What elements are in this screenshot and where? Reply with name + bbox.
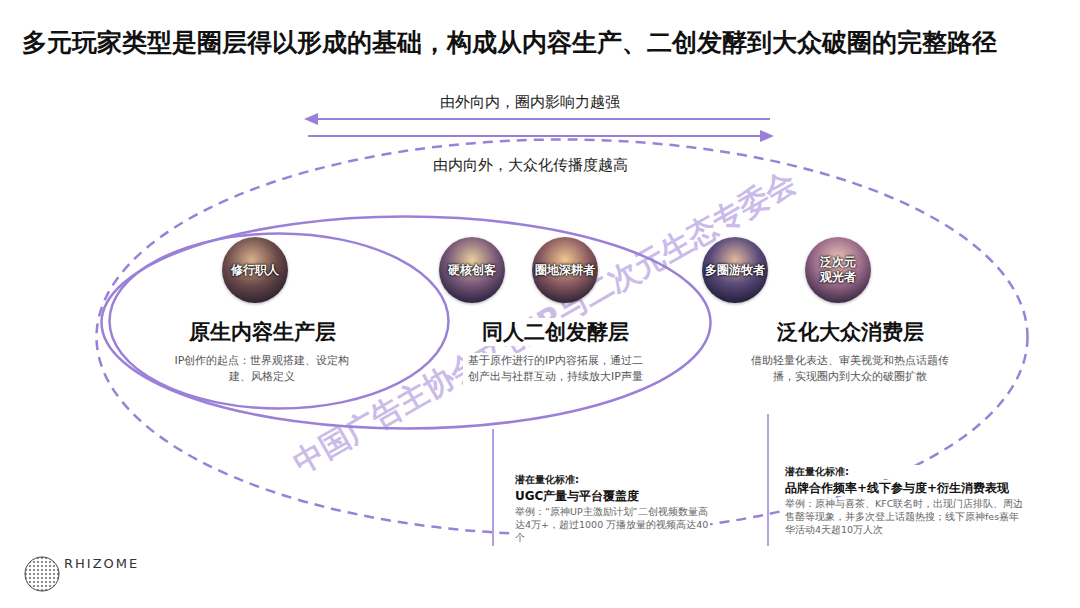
leader-line (767, 414, 769, 546)
page-title: 多元玩家类型是圈层得以形成的基础，构成从内容生产、二创发酵到大众破圈的完整路径 (22, 26, 997, 60)
ellipse-path (110, 234, 449, 409)
callout-metric: 品牌合作频率+线下参与度+衍生消费表现 (785, 480, 1025, 496)
callout-heading: 潜在量化标准: (785, 465, 1025, 479)
callout-heading: 潜在量化标准: (515, 473, 715, 487)
callout-example: 举例：原神与喜茶、KFC联名时，出现门店排队、周边售罄等现象，并多次登上话题热搜… (785, 498, 1025, 536)
player-circle: 修行职人 (222, 237, 288, 303)
player-type: 圈地深耕者 (535, 263, 595, 278)
leader-line (492, 429, 494, 546)
layer-heading: 泛化大众消费层 (745, 318, 955, 346)
callout-metric: UGC产量与平台覆盖度 (515, 488, 715, 504)
player-type: 多圈游牧者 (705, 263, 765, 278)
layer-ellipse: 原生内容生产层 IP创作的起点：世界观搭建、设定构建、风格定义 修行职人 (108, 232, 450, 410)
player-type: 硬核创客 (448, 263, 496, 278)
ellipse-path (102, 217, 711, 429)
direction-note: 由外向内，圈内影响力越强 (380, 92, 680, 112)
layer-heading: 原生内容生产层 (172, 318, 352, 346)
player-circle: 硬核创客 (439, 237, 505, 303)
layer-heading: 同人二创发酵层 (450, 318, 660, 346)
logo-mark (25, 557, 59, 591)
layer-ellipse: 同人二创发酵层基于原作进行的IP内容拓展，通过二创产出与社群互动，持续放大IP声… (100, 215, 712, 430)
arrow-line (314, 118, 770, 120)
player-type: 泛次元 观光者 (818, 255, 858, 285)
player-circle: 泛次元 观光者 (805, 237, 871, 303)
player-circle: 多圈游牧者 (702, 237, 768, 303)
arrow-line (308, 135, 764, 137)
logo-text: RHIZOME (64, 555, 139, 573)
arrow-head (760, 130, 774, 142)
layer-description: IP创作的起点：世界观搭建、设定构建、风格定义 (172, 353, 352, 385)
arrow-head (304, 113, 318, 125)
layer-description: 借助轻量化表达、审美视觉和热点话题传播，实现圈内到大众的破圈扩散 (745, 353, 955, 385)
direction-note: 由内向外，大众化传播度越高 (380, 155, 680, 175)
player-circle: 圈地深耕者 (532, 237, 598, 303)
player-type: 修行职人 (231, 263, 279, 278)
layer-description: 基于原作进行的IP内容拓展，通过二创产出与社群互动，持续放大IP声量 (463, 353, 648, 385)
ellipse-path (97, 140, 1028, 535)
callout-example: 举例：“原神UP主激励计划”二创视频数量高达4万+，超过1000 万播放量的视频… (515, 506, 710, 544)
